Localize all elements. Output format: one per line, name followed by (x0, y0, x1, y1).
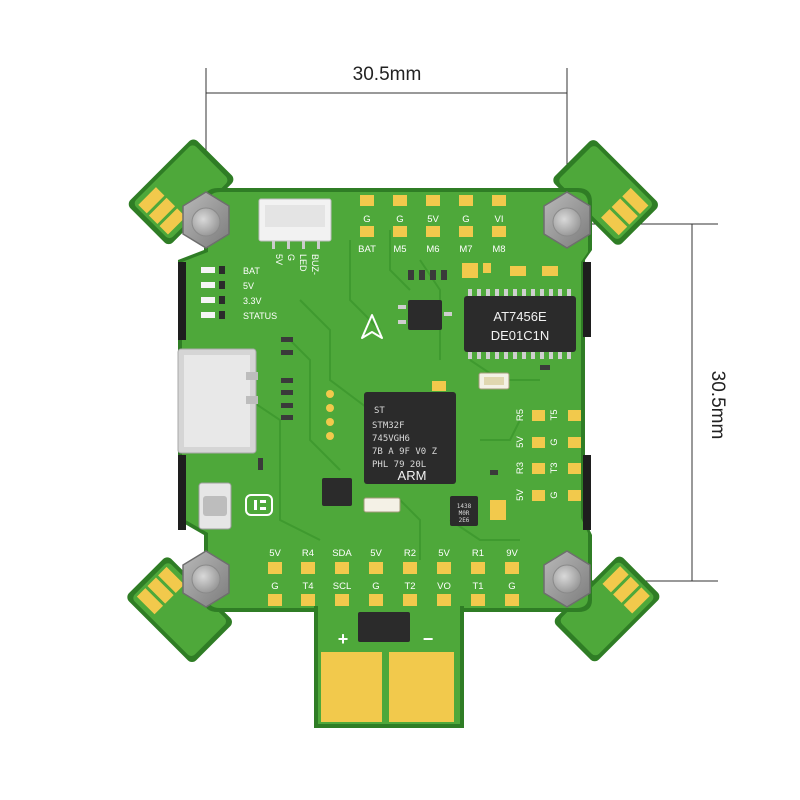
mcu-brand: ST (374, 406, 385, 416)
dimension-vertical: 30.5mm (567, 223, 728, 582)
regulator-chip (398, 300, 452, 330)
pad-label: BAT (358, 244, 376, 255)
power-minus-label: − (423, 629, 434, 649)
pad-label: VO (437, 581, 451, 592)
bottom-pad-group: 5V R4 SDA 5V R2 5V R1 9V G T4 SCL G T2 V… (268, 548, 519, 606)
mounting-nut-top-right (543, 191, 591, 249)
side-connector-left-bottom (178, 455, 186, 530)
direction-arrow-icon (361, 314, 383, 339)
flash-chip-line: M0R (459, 510, 470, 517)
connector-pin-label: LED (298, 254, 308, 272)
mcu-arm-logo: ARM (398, 468, 427, 483)
corner-arm-top-left (128, 139, 234, 245)
osd-chip: AT7456E DE01C1N (464, 289, 576, 359)
flash-chip-line: 1438 (457, 503, 472, 510)
pad-label: G (549, 438, 560, 445)
mounting-nut-bottom-right (543, 550, 591, 608)
pad-label: R3 (515, 462, 526, 474)
boot-button[interactable] (198, 482, 232, 530)
pad-label: G (396, 214, 403, 225)
pad-label: M5 (393, 244, 406, 255)
corner-arm-bottom-right (554, 556, 660, 662)
led-label: BAT (243, 266, 260, 276)
right-pad-group: R5 5V R3 5V T5 G T3 G (515, 409, 581, 501)
pad-label: T3 (549, 462, 560, 473)
osd-chip-line2: DE01C1N (491, 328, 550, 343)
pad-label: M6 (426, 244, 439, 255)
mcu-chip: ST STM32F 745VGH6 7B A 9F V0 Z PHL 79 20… (364, 392, 456, 484)
flash-chip: 1438 M0R 2E6 (450, 496, 478, 526)
corner-arm-top-right (553, 140, 658, 245)
connector-pin-label: BUZ- (310, 254, 320, 275)
pad-label: R1 (472, 548, 484, 559)
pad-label: 5V (269, 548, 281, 559)
pad-label: 5V (515, 436, 526, 448)
pad-label: G (549, 491, 560, 498)
side-connector-left-top (178, 262, 186, 340)
flash-chip-line: 2E6 (459, 517, 470, 524)
pad-label: G (462, 214, 469, 225)
passive-components (258, 270, 550, 475)
dimension-horizontal: 30.5mm (205, 64, 568, 200)
pad-label: R2 (404, 548, 416, 559)
connector-pin-label: 5V (274, 254, 284, 265)
led-label: 3.3V (243, 296, 262, 306)
pad-label: SCL (333, 581, 351, 592)
side-connector-right-bottom (583, 455, 591, 530)
top-pad-group: G G 5V G VI BAT M5 M6 M7 M8 (358, 195, 506, 255)
led-indicator-group: BAT 5V 3.3V STATUS (201, 266, 277, 321)
gold-components (326, 263, 558, 520)
pad-label: G (372, 581, 379, 592)
pad-label: R5 (515, 409, 526, 421)
osd-chip-line1: AT7456E (493, 309, 547, 324)
dimension-vertical-label: 30.5mm (707, 371, 728, 440)
pad-label: G (271, 581, 278, 592)
corner-arm-bottom-left (127, 557, 232, 662)
power-plus-label: + (338, 629, 349, 649)
mcu-line: PHL 79 20L (372, 460, 426, 470)
connector-pin-label: G (286, 254, 296, 261)
pad-label: T5 (549, 409, 560, 420)
crystal-oscillator (478, 372, 510, 390)
mcu-line: 745VGH6 (372, 434, 410, 444)
pad-label: 5V (438, 548, 450, 559)
pad-label: 5V (515, 489, 526, 501)
mcu-line: 7B A 9F V0 Z (372, 447, 438, 457)
led-label: STATUS (243, 311, 277, 321)
connector-pin-labels: 5V G LED BUZ- (274, 254, 320, 275)
pad-label: 9V (506, 548, 518, 559)
brand-logo-icon (245, 494, 273, 516)
pad-label: T2 (404, 581, 415, 592)
power-input-tab: + − (314, 606, 464, 728)
pad-label: G (363, 214, 370, 225)
pad-label: 5V (370, 548, 382, 559)
gyro-chip (322, 478, 401, 513)
dimension-horizontal-label: 30.5mm (353, 64, 422, 85)
pad-label: T4 (302, 581, 313, 592)
pad-label: G (508, 581, 515, 592)
pad-label: 5V (427, 214, 439, 225)
buzzer-led-connector (258, 198, 332, 249)
pcb-traces (249, 230, 540, 560)
pad-label: SDA (332, 548, 352, 559)
pad-label: R4 (302, 548, 314, 559)
mounting-nut-bottom-left (182, 550, 230, 608)
side-connector-right-top (583, 262, 591, 337)
pad-label: M7 (459, 244, 472, 255)
pad-label: M8 (492, 244, 505, 255)
pad-label: T1 (472, 581, 483, 592)
mcu-line: STM32F (372, 421, 405, 431)
pad-label: VI (495, 214, 504, 225)
mounting-nut-top-left (182, 191, 230, 249)
usb-connector (177, 348, 258, 454)
led-label: 5V (243, 281, 254, 291)
